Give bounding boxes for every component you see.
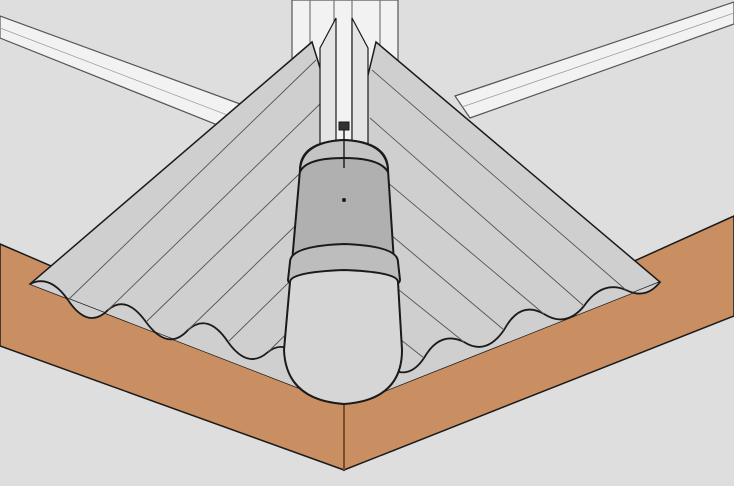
purlin-right: [454, 1, 734, 119]
ridge-capping-upper: [319, 17, 369, 151]
hip-cap: [282, 138, 404, 406]
hip-cap-end: [282, 268, 404, 406]
screw-icon: [338, 121, 350, 202]
